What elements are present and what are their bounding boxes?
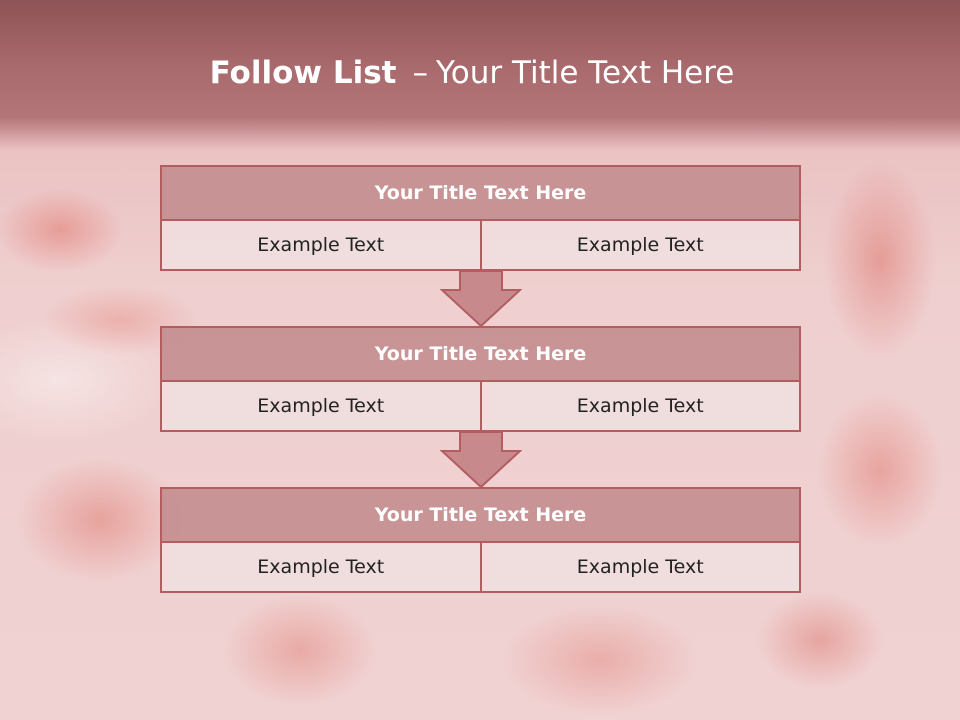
block-cell-right: Example Text — [481, 382, 801, 432]
block-row: Example Text Example Text — [160, 382, 801, 432]
block-cell-left: Example Text — [160, 221, 482, 271]
slide-title-bold: Follow List — [209, 55, 397, 91]
block-title: Your Title Text Here — [160, 487, 801, 543]
block-row: Example Text Example Text — [160, 543, 801, 593]
block-title: Your Title Text Here — [160, 326, 801, 382]
block-row: Example Text Example Text — [160, 221, 801, 271]
block-cell-left: Example Text — [160, 543, 482, 593]
slide-title-dash: – — [412, 55, 428, 91]
block-cell-right: Example Text — [481, 221, 801, 271]
list-block-2: Your Title Text Here Example Text Exampl… — [160, 326, 801, 432]
down-arrow-icon — [440, 270, 522, 328]
block-title: Your Title Text Here — [160, 165, 801, 221]
slide-title: Follow List–Your Title Text Here — [0, 55, 944, 91]
list-block-1: Your Title Text Here Example Text Exampl… — [160, 165, 801, 271]
block-cell-right: Example Text — [481, 543, 801, 593]
block-cell-left: Example Text — [160, 382, 482, 432]
down-arrow-icon — [440, 431, 522, 489]
slide-title-rest: Your Title Text Here — [435, 55, 735, 91]
header-band — [0, 0, 960, 150]
list-block-3: Your Title Text Here Example Text Exampl… — [160, 487, 801, 593]
